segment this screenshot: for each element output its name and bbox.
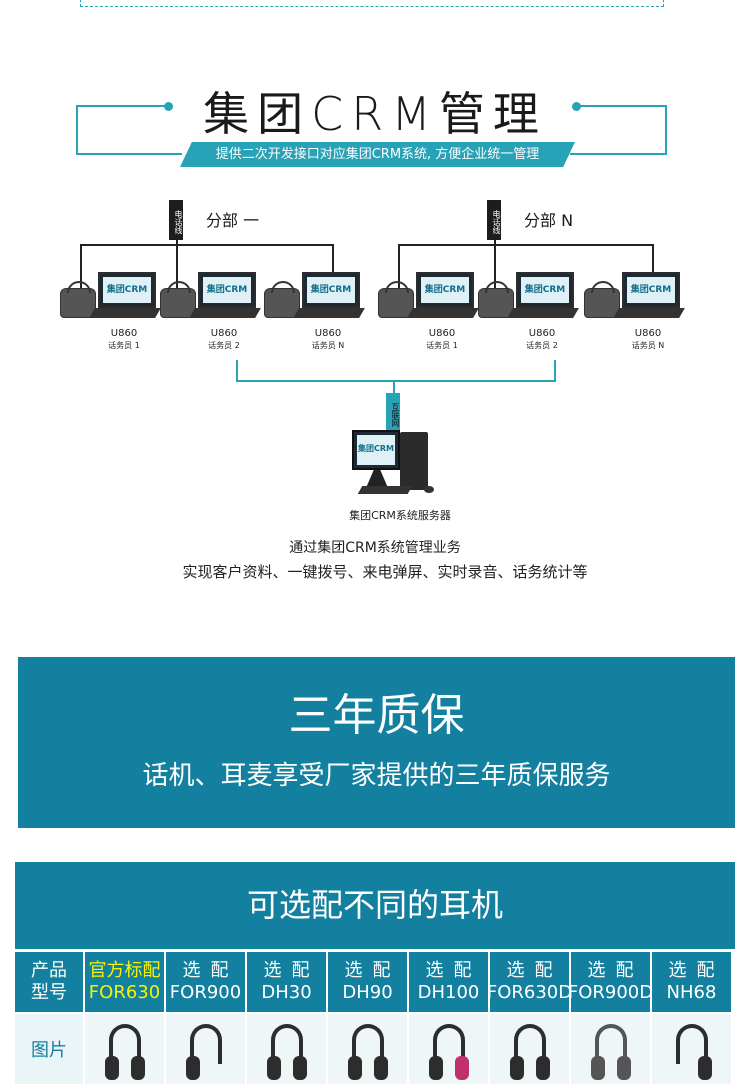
crm-subtitle-ribbon: 提供二次开发接口对应集团CRM系统, 方便企业统一管理 xyxy=(180,142,575,167)
station-role: 话务员 N xyxy=(631,341,665,350)
headset-icon xyxy=(428,1024,469,1084)
headset-icon xyxy=(672,1024,712,1084)
warranty-subtitle: 话机、耳麦享受厂家提供的三年质保服务 xyxy=(142,761,611,791)
station-branchN-agentN: 集团CRM U860 话务员 N xyxy=(582,272,685,352)
desk-phone-icon xyxy=(160,281,196,318)
station-branch1-agent1: 集团CRM U860 话务员 1 xyxy=(58,272,161,352)
station-role: 话务员 2 xyxy=(208,341,240,350)
headset-icon xyxy=(590,1024,631,1084)
headset-image-for630 xyxy=(85,1014,166,1084)
warranty-title: 三年质保 xyxy=(288,690,465,741)
station-branch1-agentN: 集团CRM U860 话务员 N xyxy=(262,272,365,352)
laptop-icon: 集团CRM xyxy=(622,272,680,308)
product-model-header: 产品型号 xyxy=(15,952,83,1012)
headset-image-for630d xyxy=(490,1014,571,1084)
desk-phone-icon xyxy=(584,281,620,318)
branch-1-label: 分部 一 xyxy=(206,211,260,230)
headset-image-dh100 xyxy=(409,1014,490,1084)
phone-line-tag-1: 电话线 xyxy=(169,200,183,240)
station-model: U860 xyxy=(110,328,138,339)
diagram-description-1: 通过集团CRM系统管理业务 xyxy=(289,540,461,556)
desk-phone-icon xyxy=(264,281,300,318)
headset-icon xyxy=(104,1024,145,1084)
table-image-row: 图片 xyxy=(15,1014,735,1084)
station-role: 话务员 1 xyxy=(108,341,140,350)
headset-image-dh30 xyxy=(247,1014,328,1084)
branch-n-label: 分部 N xyxy=(524,211,574,230)
station-model: U860 xyxy=(314,328,342,339)
phone-line-tag-2: 电话线 xyxy=(487,200,501,240)
headset-image-for900 xyxy=(166,1014,247,1084)
station-branch1-agent2: 集团CRM U860 话务员 2 xyxy=(158,272,261,352)
laptop-icon: 集团CRM xyxy=(198,272,256,308)
station-model: U860 xyxy=(634,328,662,339)
station-model: U860 xyxy=(528,328,556,339)
crm-title: 集团CRM管理 xyxy=(203,87,547,141)
station-role: 话务员 2 xyxy=(526,341,558,350)
server-computer-icon: 集团CRM xyxy=(352,430,442,500)
desk-phone-icon xyxy=(378,281,414,318)
headset-image-dh90 xyxy=(328,1014,409,1084)
station-role: 话务员 N xyxy=(311,341,345,350)
station-model: U860 xyxy=(210,328,238,339)
laptop-icon: 集团CRM xyxy=(416,272,474,308)
headset-icon xyxy=(266,1024,307,1084)
laptop-icon: 集团CRM xyxy=(516,272,574,308)
laptop-icon: 集团CRM xyxy=(98,272,156,308)
station-branchN-agent2: 集团CRM U860 话务员 2 xyxy=(476,272,579,352)
desk-phone-icon xyxy=(478,281,514,318)
warranty-banner: 三年质保 话机、耳麦享受厂家提供的三年质保服务 xyxy=(18,657,735,828)
headset-icon xyxy=(509,1024,550,1084)
station-role: 话务员 1 xyxy=(426,341,458,350)
headset-section-header: 可选配不同的耳机 xyxy=(15,862,735,949)
headset-image-for900d xyxy=(571,1014,652,1084)
diagram-description-2: 实现客户资料、一键拨号、来电弹屏、实时录音、话务统计等 xyxy=(182,563,588,581)
internet-tag: 互联网 xyxy=(386,393,400,433)
station-branchN-agent1: 集团CRM U860 话务员 1 xyxy=(376,272,479,352)
top-dashed-frame xyxy=(80,0,664,7)
headset-icon xyxy=(185,1024,226,1084)
image-row-label: 图片 xyxy=(15,1014,85,1084)
headset-image-nh68 xyxy=(652,1014,733,1084)
headset-icon xyxy=(347,1024,388,1084)
server-label: 集团CRM系统服务器 xyxy=(349,509,451,522)
laptop-icon: 集团CRM xyxy=(302,272,360,308)
station-model: U860 xyxy=(428,328,456,339)
